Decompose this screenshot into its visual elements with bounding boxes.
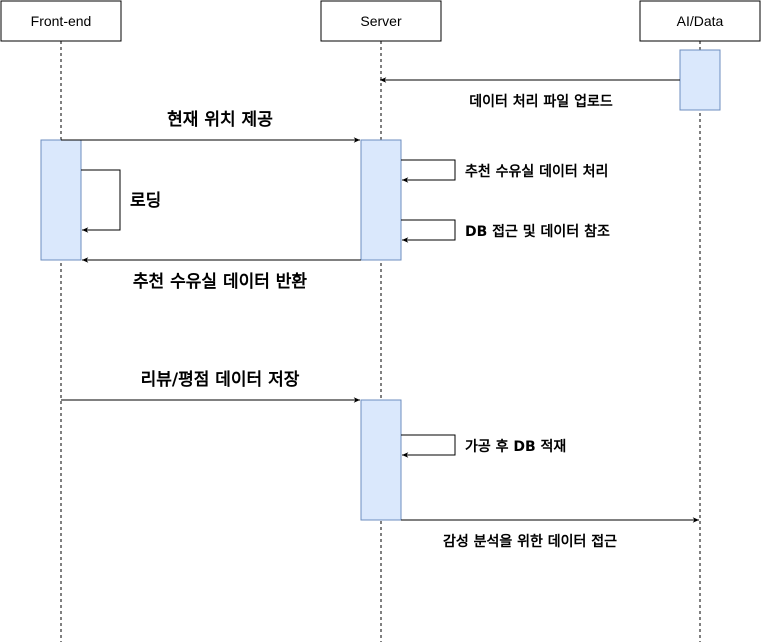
label-return-reco: 추천 수유실 데이터 반환 — [133, 272, 308, 292]
activation-server-1 — [360, 139, 402, 261]
participant-aidata: AI/Data — [639, 0, 761, 42]
participant-aidata-label: AI/Data — [677, 13, 724, 29]
label-db-access: DB 접근 및 데이터 참조 — [465, 223, 610, 240]
label-process-reco: 추천 수유실 데이터 처리 — [465, 163, 608, 180]
participant-server-label: Server — [360, 13, 402, 29]
activation-aidata — [679, 49, 721, 111]
label-loading: 로딩 — [130, 191, 161, 211]
activation-frontend — [40, 139, 82, 261]
arrow-process-reco — [401, 159, 456, 183]
label-save-review: 리뷰/평점 데이터 저장 — [141, 370, 300, 390]
participant-server: Server — [320, 0, 442, 42]
arrow-process-store — [401, 434, 456, 458]
arrow-loading — [81, 169, 121, 233]
label-upload: 데이터 처리 파일 업로드 — [469, 93, 613, 110]
label-process-store: 가공 후 DB 적재 — [465, 438, 566, 455]
participant-frontend-label: Front-end — [31, 13, 92, 29]
label-provide-location: 현재 위치 제공 — [167, 110, 273, 130]
arrow-db-access — [401, 219, 456, 243]
activation-server-2 — [360, 399, 402, 521]
label-sentiment-access: 감성 분석을 위한 데이터 접근 — [443, 533, 617, 550]
participant-frontend: Front-end — [0, 0, 122, 42]
